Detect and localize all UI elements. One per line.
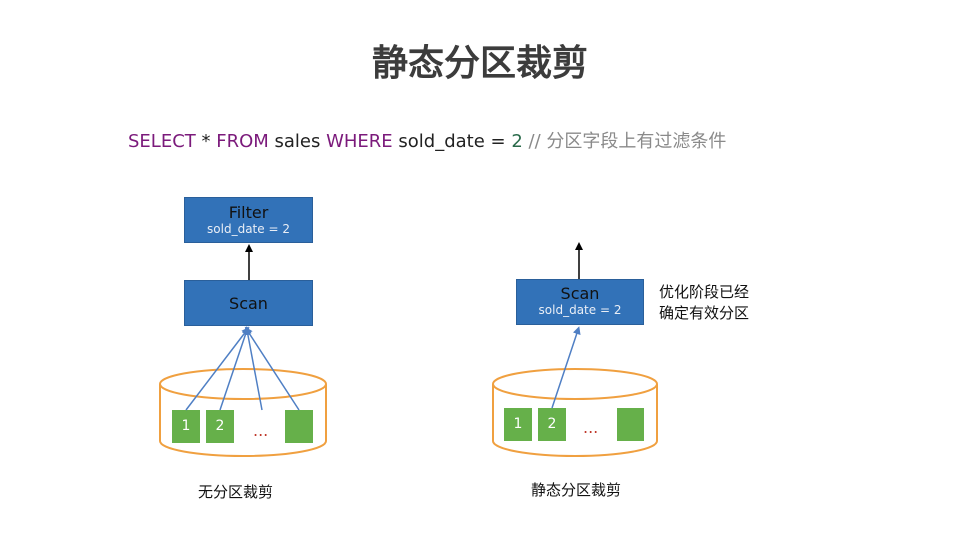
left-scan-arrow-1	[185, 326, 250, 411]
right-scan-condition: sold_date = 2	[538, 303, 622, 317]
sql-select-keyword: SELECT	[128, 131, 196, 152]
left-filter-condition: sold_date = 2	[207, 222, 290, 236]
right-partition-1-label: 1	[513, 416, 523, 432]
left-partition-n	[285, 410, 313, 443]
right-note-line2: 确定有效分区	[659, 304, 750, 322]
sql-comment: // 分区字段上有过滤条件	[522, 131, 727, 152]
left-caption: 无分区裁剪	[198, 483, 274, 501]
right-partition-1	[504, 408, 532, 441]
sql-condition: sold_date =	[392, 131, 512, 152]
sql-star: *	[195, 131, 217, 152]
sql-where-keyword: WHERE	[326, 131, 393, 152]
right-caption: 静态分区裁剪	[531, 481, 622, 499]
page-title: 静态分区裁剪	[371, 43, 588, 84]
left-partition-ellipsis: ...	[253, 421, 269, 440]
left-scan-arrow-4	[244, 326, 300, 411]
right-partition-cylinder	[492, 368, 658, 457]
right-scan-arrow	[551, 326, 581, 409]
left-partition-2-label: 2	[215, 418, 225, 434]
sql-value: 2	[511, 131, 523, 152]
right-scan-label: Scan	[560, 284, 600, 303]
sql-statement: SELECT * FROM sales WHERE sold_date = 2 …	[128, 127, 726, 153]
left-filter-box: Filter sold_date = 2	[184, 197, 313, 243]
left-partition-2	[206, 410, 234, 443]
left-partition-cylinder	[159, 368, 327, 457]
left-scan-label: Scan	[229, 294, 268, 313]
right-note: 优化阶段已经 确定有效分区	[659, 282, 749, 324]
right-partition-2	[538, 408, 566, 441]
left-scan-box: Scan	[184, 280, 313, 326]
sql-table: sales	[268, 131, 327, 152]
left-partition-1-label: 1	[181, 418, 191, 434]
right-partition-n	[617, 408, 644, 441]
left-partition-1	[172, 410, 200, 443]
left-scan-arrow-2	[219, 326, 250, 411]
right-partition-ellipsis: ...	[583, 418, 599, 437]
right-partition-2-label: 2	[547, 416, 557, 432]
right-note-line1: 优化阶段已经	[659, 283, 750, 301]
left-filter-label: Filter	[228, 203, 269, 222]
left-scan-arrow-3	[243, 326, 263, 411]
right-scan-box: Scan sold_date = 2	[516, 279, 644, 325]
sql-from-keyword: FROM	[216, 131, 269, 152]
